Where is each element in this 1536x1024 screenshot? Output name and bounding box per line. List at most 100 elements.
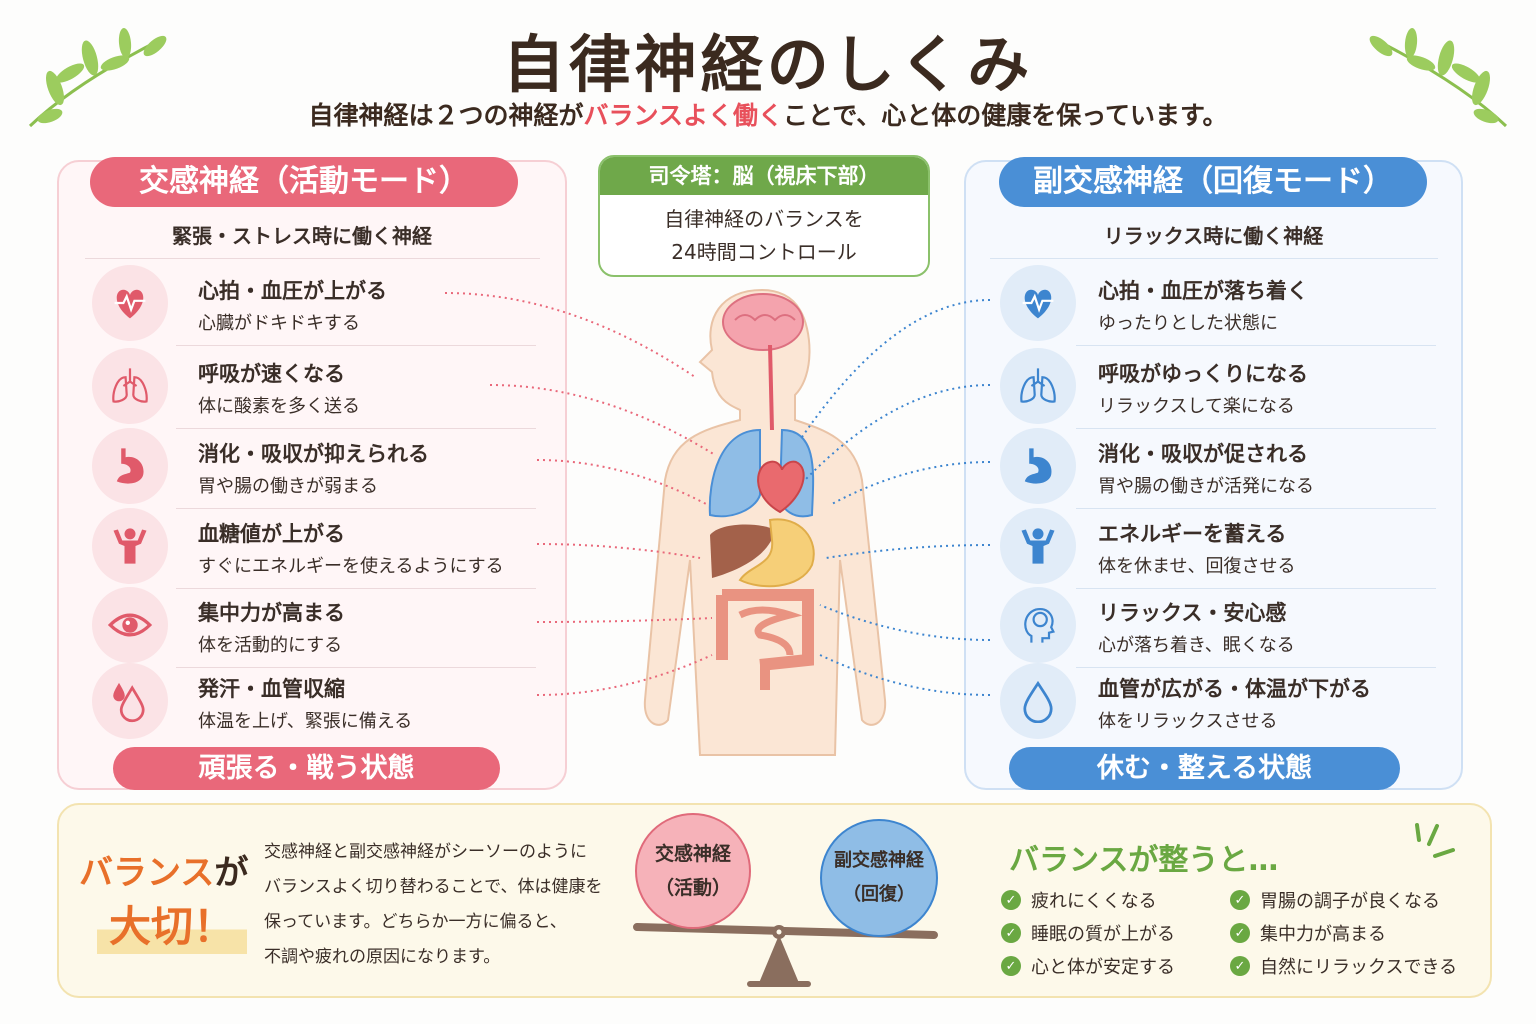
list-item: 血糖値が上がる すぐにエネルギーを使えるようにする [92, 508, 532, 586]
list-item: エネルギーを蓄える 体を休ませ、回復させる [1000, 508, 1440, 586]
list-item: 心拍・血圧が上がる 心臓がドキドキする [92, 265, 532, 343]
item-description: リラックスして楽になる [1098, 396, 1295, 417]
item-title: 集中力が高まる [198, 601, 345, 625]
benefit-item: ✓心と体が安定する [1001, 953, 1175, 979]
balance-description: 交感神経と副交感神経がシーソーのようにバランスよく切り替わることで、体は健康を保… [264, 842, 603, 967]
item-title: 心拍・血圧が落ち着く [1098, 279, 1308, 303]
eye-icon [92, 587, 168, 663]
list-item: 呼吸が速くなる 体に酸素を多く送る [92, 348, 532, 426]
brain-icon [722, 293, 804, 431]
connector-line [489, 384, 716, 456]
subtitle-highlight: バランスよく働く [583, 101, 783, 130]
command-line: 自律神経のバランスを [664, 207, 864, 231]
item-description: 体を休ませ、回復させる [1098, 556, 1296, 577]
item-title: 呼吸がゆっくりになる [1098, 362, 1308, 386]
list-item: 集中力が高まる 体を活動的にする [92, 587, 532, 665]
connector-line [819, 604, 991, 641]
benefit-item: ✓集中力が高まる [1230, 920, 1386, 946]
item-title: 血管が広がる・体温が下がる [1098, 677, 1371, 701]
connector-line [825, 544, 991, 559]
connector-line [829, 461, 991, 506]
connector-line [444, 292, 696, 378]
drops-icon [92, 663, 168, 739]
item-description: ゆったりとした状態に [1098, 313, 1278, 334]
command-line: 24時間コントロール [671, 240, 857, 264]
benefit-item: ✓睡眠の質が上がる [1001, 920, 1175, 946]
connector-line [536, 617, 713, 623]
balance-emphasis: 大切！ [97, 893, 248, 954]
leaf-branch-left-icon [28, 28, 167, 128]
subtitle-text: ことで、心と体の健康を保っています。 [783, 101, 1228, 130]
item-title: 消化・吸収が促される [1098, 442, 1308, 466]
check-icon: ✓ [1001, 956, 1021, 976]
command-center-box: 司令塔：脳（視床下部） 自律神経のバランスを 24時間コントロール [598, 155, 930, 277]
check-icon: ✓ [1001, 890, 1021, 910]
item-description: 体温を上げ、緊張に備える [198, 711, 413, 732]
check-icon: ✓ [1230, 923, 1250, 943]
lungs-icon [1000, 348, 1076, 424]
item-description: 体をリラックスさせる [1098, 711, 1278, 732]
body-silhouette [643, 288, 887, 756]
benefit-item: ✓胃腸の調子が良くなる [1230, 887, 1440, 913]
item-title: エネルギーを蓄える [1098, 522, 1287, 546]
parasympathetic-subtitle: リラックス時に働く神経 [1103, 224, 1324, 248]
item-description: 胃や腸の働きが弱まる [198, 476, 378, 497]
connector-line [536, 543, 701, 559]
list-item: 心拍・血圧が落ち着く ゆったりとした状態に [1000, 265, 1440, 343]
list-item: 呼吸がゆっくりになる リラックスして楽になる [1000, 348, 1440, 426]
heart-icon [92, 265, 168, 341]
item-description: 胃や腸の働きが活発になる [1098, 476, 1314, 497]
parasympathetic-footer: 休む・整える状態 [1009, 747, 1400, 790]
person-icon [1000, 508, 1076, 584]
sympathetic-ball: 交感神経（活動） [635, 813, 751, 929]
leaf-branch-right-icon [1369, 28, 1508, 128]
balance-heading: バランスが [79, 853, 249, 893]
heart-organ-icon [757, 460, 805, 514]
body-diagram [444, 288, 991, 756]
item-description: すぐにエネルギーを使えるようにする [198, 556, 504, 577]
stomach-icon [92, 428, 168, 504]
item-description: 体を活動的にする [198, 635, 343, 656]
drop-icon [1000, 663, 1076, 739]
benefit-item: ✓自然にリラックスできる [1230, 953, 1457, 979]
benefits-title: バランスが整うと… [1009, 843, 1279, 878]
connector-line [804, 384, 991, 481]
parasympathetic-ball: 副交感神経（回復） [820, 819, 938, 937]
list-item: 血管が広がる・体温が下がる 体をリラックスさせる [1000, 663, 1440, 741]
check-icon: ✓ [1230, 956, 1250, 976]
item-title: 血糖値が上がる [198, 522, 345, 546]
connector-line [536, 654, 713, 696]
check-icon: ✓ [1230, 890, 1250, 910]
item-title: 消化・吸収が抑えられる [198, 442, 429, 466]
list-item: 消化・吸収が促される 胃や腸の働きが活発になる [1000, 428, 1440, 506]
item-title: リラックス・安心感 [1098, 601, 1287, 625]
heart-icon [1000, 265, 1076, 341]
sympathetic-subtitle: 緊張・ストレス時に働く神経 [172, 224, 432, 248]
lungs-icon [92, 348, 168, 424]
person-icon [92, 508, 168, 584]
sympathetic-header: 交感神経（活動モード） [90, 157, 518, 207]
sympathetic-footer: 頑張る・戦う状態 [113, 747, 500, 790]
liver-organ-icon [710, 524, 775, 578]
sparkle-icon [1415, 823, 1455, 858]
subtitle-text: 自律神経は２つの神経が [308, 101, 584, 130]
item-title: 心拍・血圧が上がる [198, 279, 387, 303]
page-subtitle: 自律神経は２つの神経がバランスよく働くことで、心と体の健康を保っています。 [0, 96, 1536, 132]
connector-line [819, 654, 991, 696]
item-description: 体に酸素を多く送る [198, 396, 360, 417]
stomach-icon [1000, 428, 1076, 504]
item-description: 心臓がドキドキする [198, 313, 360, 334]
balance-panel: バランスが 大切！ 交感神経と副交感神経がシーソーのようにバランスよく切り替わる… [57, 803, 1492, 998]
list-item: 消化・吸収が抑えられる 胃や腸の働きが弱まる [92, 428, 532, 506]
item-title: 発汗・血管収縮 [198, 677, 345, 701]
item-description: 心が落ち着き、眠くなる [1098, 635, 1295, 656]
connector-line [799, 299, 991, 441]
check-icon: ✓ [1001, 923, 1021, 943]
intestines-organ-icon [716, 589, 814, 690]
benefit-item: ✓疲れにくくなる [1001, 887, 1157, 913]
stomach-organ-icon [738, 518, 815, 588]
command-header: 司令塔：脳（視床下部） [600, 157, 928, 195]
item-title: 呼吸が速くなる [198, 362, 345, 386]
brain-head-icon [1000, 587, 1076, 663]
page-title: 自律神経のしくみ [502, 28, 1034, 101]
